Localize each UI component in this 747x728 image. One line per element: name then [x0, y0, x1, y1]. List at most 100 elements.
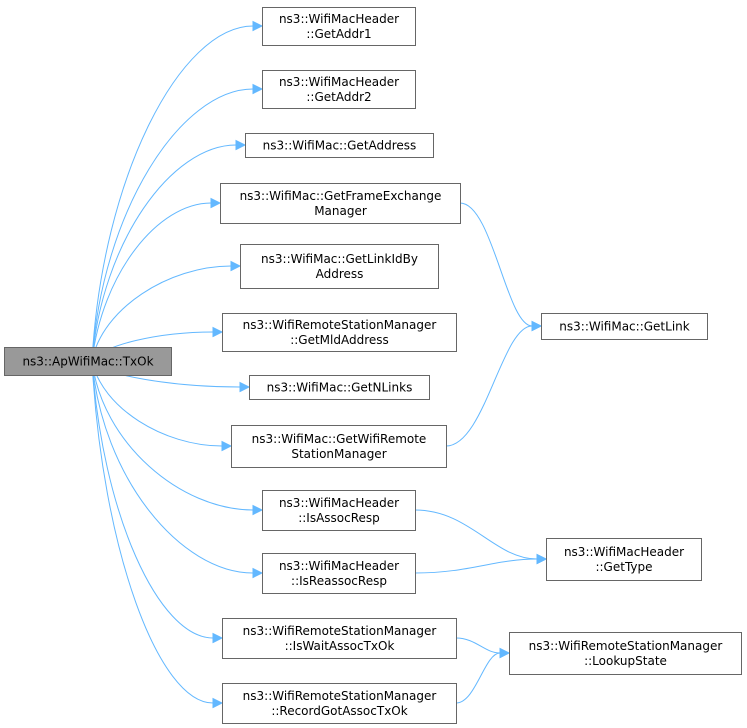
node-box	[240, 244, 439, 289]
node-iswait[interactable]: ns3::WifiRemoteStationManager::IsWaitAss…	[222, 618, 457, 659]
node-box	[262, 7, 416, 46]
arrowhead	[536, 553, 548, 565]
node-label: ::RecordGotAssocTxOk	[271, 704, 407, 718]
node-label: ::IsAssocResp	[298, 511, 380, 525]
node-box	[4, 347, 172, 376]
node-label: ::GetAddr1	[306, 27, 371, 41]
node-label: StationManager	[291, 447, 386, 461]
arrowhead	[252, 504, 264, 516]
node-box	[245, 133, 434, 158]
node-box	[249, 375, 430, 400]
arrowhead	[239, 381, 251, 393]
edge-txok-to-getaddr2	[91, 83, 264, 362]
arrowhead	[499, 647, 511, 659]
nodes-layer: ns3::ApWifiMac::TxOkns3::WifiMacHeader::…	[4, 7, 742, 724]
node-box	[222, 618, 457, 659]
edge-record-to-lookup	[455, 647, 511, 704]
node-label: ns3::WifiMacHeader	[279, 12, 399, 26]
node-box	[541, 313, 708, 340]
node-box	[222, 313, 457, 352]
node-getnlinks[interactable]: ns3::WifiMac::GetNLinks	[249, 375, 430, 400]
edge-line	[91, 360, 214, 639]
arrowhead	[212, 326, 224, 338]
edge-line	[445, 325, 533, 447]
arrowhead	[252, 83, 264, 95]
edge-txok-to-getaddress	[91, 139, 247, 362]
node-label: ::IsReassocResp	[291, 574, 387, 588]
edge-line	[455, 637, 501, 654]
edge-getwrsm-to-getlink	[445, 320, 543, 447]
node-label: ns3::WifiRemoteStationManager	[243, 318, 437, 332]
node-box	[509, 632, 742, 675]
edge-line	[91, 25, 254, 362]
arrowhead	[252, 20, 264, 32]
edge-line	[455, 652, 501, 704]
node-label: ::LookupState	[584, 654, 667, 668]
edge-txok-to-isassoc	[91, 360, 264, 516]
node-label: ns3::ApWifiMac::TxOk	[22, 355, 153, 369]
node-label: ns3::WifiMac::GetFrameExchange	[240, 189, 442, 203]
node-isassoc[interactable]: ns3::WifiMacHeader::IsAssocResp	[262, 490, 416, 531]
edge-getfem-to-getlink	[459, 202, 543, 332]
arrowhead	[235, 139, 247, 151]
edge-txok-to-getlinkid	[91, 260, 242, 362]
node-box	[222, 683, 457, 724]
arrowhead	[212, 632, 224, 644]
node-label: ::GetMldAddress	[290, 333, 389, 347]
edge-line	[414, 558, 538, 574]
edge-line	[91, 360, 254, 511]
node-lookup[interactable]: ns3::WifiRemoteStationManager::LookupSta…	[509, 632, 742, 675]
node-getwrsm[interactable]: ns3::WifiMac::GetWifiRemoteStationManage…	[231, 425, 447, 468]
node-isreassoc[interactable]: ns3::WifiMacHeader::IsReassocResp	[262, 553, 416, 594]
node-box	[231, 425, 447, 468]
node-label: ::GetType	[595, 560, 652, 574]
edge-line	[91, 360, 254, 574]
edge-line	[414, 509, 538, 560]
edge-line	[91, 88, 254, 362]
node-getmld[interactable]: ns3::WifiRemoteStationManager::GetMldAdd…	[222, 313, 457, 352]
node-txok[interactable]: ns3::ApWifiMac::TxOk	[4, 347, 172, 376]
arrowhead	[230, 260, 242, 272]
node-label: ns3::WifiMacHeader	[279, 496, 399, 510]
node-box	[220, 183, 461, 224]
node-label: ns3::WifiMac::GetNLinks	[267, 381, 413, 395]
edge-line	[459, 202, 533, 327]
node-getlink[interactable]: ns3::WifiMac::GetLink	[541, 313, 708, 340]
arrowhead	[252, 567, 264, 579]
node-record[interactable]: ns3::WifiRemoteStationManager::RecordGot…	[222, 683, 457, 724]
node-label: ns3::WifiRemoteStationManager	[243, 689, 437, 703]
edge-isassoc-to-gettype	[414, 509, 548, 565]
node-box	[262, 70, 416, 109]
node-label: Manager	[314, 204, 367, 218]
arrowhead	[210, 197, 222, 209]
edges-layer	[91, 20, 548, 709]
node-label: ns3::WifiMacHeader	[564, 545, 684, 559]
edge-line	[91, 265, 232, 362]
arrowhead	[531, 320, 543, 332]
edge-txok-to-iswait	[91, 360, 224, 644]
edge-txok-to-getfem	[91, 197, 222, 362]
node-box	[546, 538, 702, 581]
node-label: ns3::WifiRemoteStationManager	[529, 639, 723, 653]
edge-isreassoc-to-gettype	[414, 553, 548, 574]
node-label: ns3::WifiMacHeader	[279, 559, 399, 573]
arrowhead	[221, 440, 233, 452]
edge-txok-to-isreassoc	[91, 360, 264, 579]
node-gettype[interactable]: ns3::WifiMacHeader::GetType	[546, 538, 702, 581]
edge-txok-to-record	[91, 360, 224, 709]
edge-line	[91, 202, 212, 362]
node-getaddr1[interactable]: ns3::WifiMacHeader::GetAddr1	[262, 7, 416, 46]
node-getaddr2[interactable]: ns3::WifiMacHeader::GetAddr2	[262, 70, 416, 109]
node-label: ns3::WifiMac::GetLink	[559, 320, 689, 334]
edge-line	[91, 360, 223, 447]
node-label: ns3::WifiMac::GetLinkIdBy	[261, 252, 418, 266]
node-label: Address	[316, 267, 364, 281]
arrowhead	[212, 697, 224, 709]
node-box	[262, 553, 416, 594]
node-label: ::GetAddr2	[306, 90, 371, 104]
node-getaddress[interactable]: ns3::WifiMac::GetAddress	[245, 133, 434, 158]
edge-txok-to-getaddr1	[91, 20, 264, 362]
